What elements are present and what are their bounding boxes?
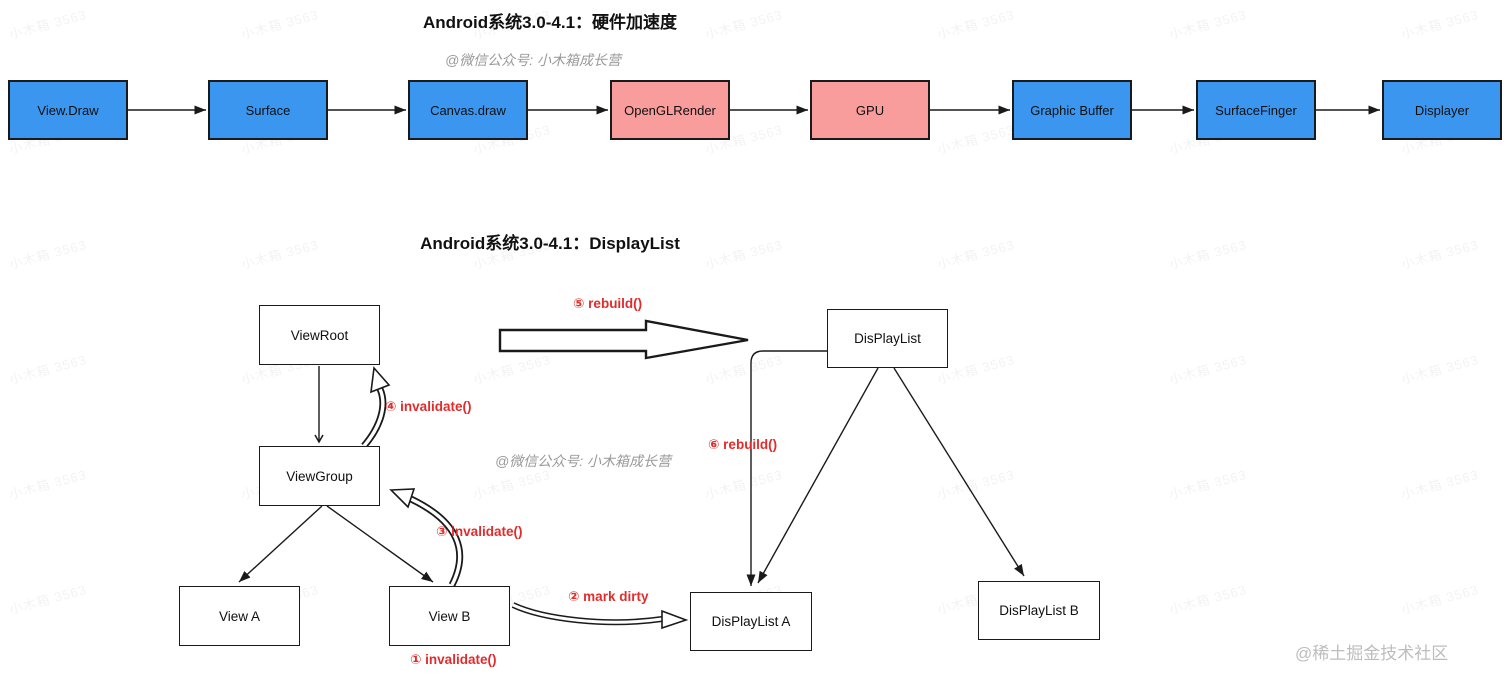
diagram2-watermark: @微信公众号: 小木箱成长营 <box>495 453 671 469</box>
node-viewgroup: ViewGroup <box>259 446 380 506</box>
block-arrow-rebuild5 <box>498 319 749 360</box>
flow-box-surfacefinger: SurfaceFinger <box>1196 80 1316 140</box>
step-label-invalidate3: ③ invalidate() <box>436 524 523 539</box>
step-label-invalidate4: ④ invalidate() <box>385 399 472 414</box>
juejin-watermark: @稀土掘金技术社区 <box>1295 644 1449 663</box>
flow-box-viewdraw: View.Draw <box>8 80 128 140</box>
arrow-rebuild-elbow <box>746 350 827 586</box>
node-displaylist-a: DisPlayList A <box>690 592 812 651</box>
node-view-b: View B <box>389 586 510 646</box>
step-label-markdirty2: ② mark dirty <box>568 589 649 604</box>
swoosh-markdirty-inner <box>512 603 663 624</box>
swoosh-markdirty-head <box>661 609 689 630</box>
node-view-a: View A <box>179 586 300 646</box>
step-label-invalidate1: ① invalidate() <box>410 652 497 667</box>
swoosh-invalidate4-inner <box>362 388 385 448</box>
step-label-rebuild6: ⑥ rebuild() <box>708 437 778 452</box>
step-label-rebuild5: ⑤ rebuild() <box>573 296 643 311</box>
flow-box-openglrender: OpenGLRender <box>610 80 730 140</box>
flow-box-graphicbuffer: Graphic Buffer <box>1012 80 1132 140</box>
swoosh-invalidate3-inner <box>410 497 462 586</box>
flow-box-displayer: Displayer <box>1382 80 1502 140</box>
arrow-displaylist-dla <box>757 367 879 584</box>
diagram2-title: Android系统3.0-4.1：DisplayList <box>420 234 680 253</box>
arrow-viewgroup-viewb <box>326 505 434 583</box>
arrow-displaylist-dlb <box>893 367 1025 577</box>
diagram1-watermark: @微信公众号: 小木箱成长营 <box>445 52 621 68</box>
node-displaylist: DisPlayList <box>827 309 948 368</box>
swoosh-arrows <box>361 319 749 630</box>
flow-box-canvasdraw: Canvas.draw <box>408 80 528 140</box>
arrow-viewgroup-viewa <box>238 505 323 583</box>
displaylist-connectors <box>238 350 1025 586</box>
flow-box-surface: Surface <box>208 80 328 140</box>
flow-box-gpu: GPU <box>810 80 930 140</box>
node-displaylist-b: DisPlayList B <box>978 581 1100 640</box>
diagram1-title: Android系统3.0-4.1：硬件加速度 <box>422 13 678 32</box>
node-viewroot: ViewRoot <box>259 305 380 365</box>
swoosh-invalidate3-head <box>389 488 416 509</box>
swoosh-invalidate4-head <box>370 366 391 394</box>
